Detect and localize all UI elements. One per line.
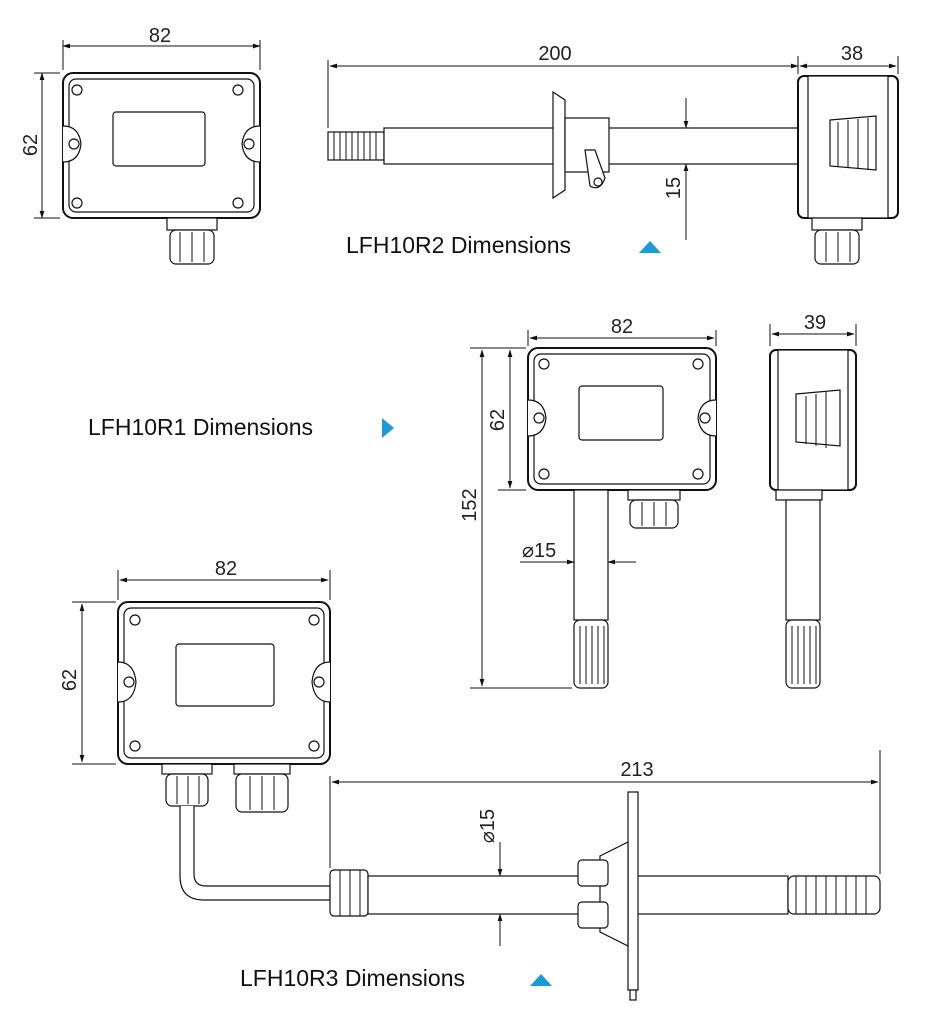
r1-caption: LFH10R1 Dimensions bbox=[88, 414, 313, 440]
triangle-right-icon bbox=[382, 418, 394, 438]
r2-front-view bbox=[62, 72, 261, 265]
r3-probe-length-label: 213 bbox=[620, 759, 653, 781]
r2-side-depth-label: 38 bbox=[841, 43, 863, 65]
r2-caption: LFH10R2 Dimensions bbox=[346, 232, 571, 258]
r1-probe-dia-label: ⌀15 bbox=[522, 540, 556, 562]
r3-front-dims: 82 62 bbox=[59, 558, 331, 765]
r3-front-view bbox=[117, 601, 331, 901]
r2-front-width-label: 82 bbox=[149, 25, 171, 47]
r1-box-height-label: 62 bbox=[487, 409, 509, 431]
r1-side-depth-label: 39 bbox=[804, 312, 826, 334]
r3-probe-dia-label: ⌀15 bbox=[477, 809, 499, 843]
r3-caption: LFH10R3 Dimensions bbox=[240, 965, 465, 991]
r1-front-view bbox=[527, 347, 717, 689]
r2-side-dims: 200 38 15 bbox=[327, 43, 899, 240]
r1-side-dims: 39 bbox=[769, 312, 857, 346]
r2-probe-length-label: 200 bbox=[538, 43, 571, 65]
r1-total-height-label: 152 bbox=[459, 488, 481, 521]
triangle-up-icon bbox=[639, 241, 661, 253]
r3-front-height-label: 62 bbox=[59, 669, 81, 691]
triangle-up-icon bbox=[530, 974, 552, 986]
r2-front-height-label: 62 bbox=[20, 134, 42, 156]
r2-front-dims: 82 62 bbox=[20, 25, 261, 219]
r1-side-view bbox=[769, 349, 857, 689]
r2-side-view bbox=[327, 75, 899, 265]
r3-probe-dims: 213 ⌀15 bbox=[329, 750, 881, 946]
r1-front-width-label: 82 bbox=[611, 316, 633, 338]
r2-flange-label: 15 bbox=[663, 177, 685, 199]
r3-probe-view bbox=[329, 791, 881, 1001]
r3-front-width-label: 82 bbox=[215, 558, 237, 580]
r1-front-dims: 82 62 152 ⌀15 bbox=[459, 316, 717, 689]
